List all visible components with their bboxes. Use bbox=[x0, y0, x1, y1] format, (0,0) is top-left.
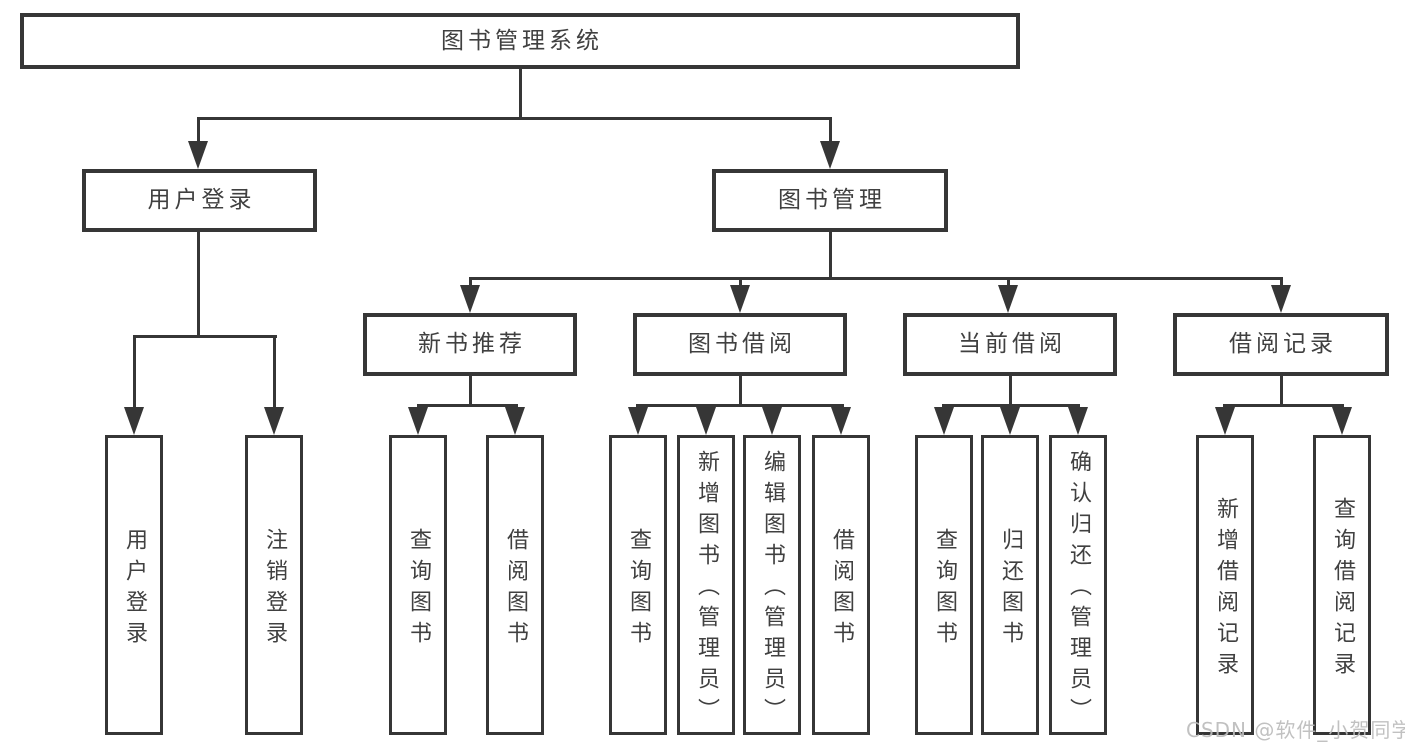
node-user-login: 用户登录 bbox=[82, 169, 317, 232]
connector-stub bbox=[469, 376, 472, 406]
arrowhead-down-icon bbox=[124, 407, 144, 435]
leaf-user-login-label: 用户登录 bbox=[122, 527, 147, 652]
node-book-borrow: 图书借阅 bbox=[633, 313, 847, 376]
leaf-query-borrow-record-label: 查询借阅记录 bbox=[1330, 496, 1355, 683]
arrowhead-down-icon bbox=[264, 407, 284, 435]
leaf-query-books-recommend: 查询图书 bbox=[389, 435, 447, 735]
connector-rail bbox=[417, 404, 518, 407]
connector-level2-rail bbox=[197, 117, 832, 120]
node-current-borrow: 当前借阅 bbox=[903, 313, 1117, 376]
arrowhead-down-icon bbox=[1000, 407, 1020, 435]
leaf-query-books-current-label: 查询图书 bbox=[932, 527, 957, 652]
node-root-label: 图书管理系统 bbox=[441, 27, 603, 54]
leaf-return-book: 归还图书 bbox=[981, 435, 1039, 735]
node-borrow-records-label: 借阅记录 bbox=[1229, 331, 1337, 357]
connector-drop bbox=[829, 117, 832, 145]
node-book-borrow-label: 图书借阅 bbox=[688, 331, 796, 357]
arrowhead-down-icon bbox=[188, 141, 208, 169]
arrowhead-down-icon bbox=[1215, 407, 1235, 435]
node-borrow-records: 借阅记录 bbox=[1173, 313, 1389, 376]
connector-rail bbox=[942, 404, 1080, 407]
node-user-login-label: 用户登录 bbox=[147, 187, 256, 213]
arrowhead-down-icon bbox=[820, 141, 840, 169]
connector-level3-rail bbox=[469, 277, 1283, 280]
arrowhead-down-icon bbox=[831, 407, 851, 435]
leaf-return-book-label: 归还图书 bbox=[998, 527, 1023, 652]
leaf-query-books-borrow: 查询图书 bbox=[609, 435, 667, 735]
leaf-query-borrow-record: 查询借阅记录 bbox=[1313, 435, 1371, 735]
leaf-borrow-books: 借阅图书 bbox=[812, 435, 870, 735]
connector-rail bbox=[636, 404, 844, 407]
arrowhead-down-icon bbox=[934, 407, 954, 435]
connector-drop bbox=[197, 117, 200, 145]
node-new-book-recommend: 新书推荐 bbox=[363, 313, 577, 376]
connector-drop bbox=[1007, 277, 1010, 288]
node-new-book-recommend-label: 新书推荐 bbox=[418, 331, 526, 357]
leaf-confirm-return-admin: 确认归还（管理员） bbox=[1049, 435, 1107, 735]
connector-drop bbox=[273, 335, 276, 411]
connector-stub bbox=[739, 376, 742, 406]
node-current-borrow-label: 当前借阅 bbox=[958, 331, 1066, 357]
arrowhead-down-icon bbox=[628, 407, 648, 435]
leaf-add-book-admin: 新增图书（管理员） bbox=[677, 435, 735, 735]
node-root: 图书管理系统 bbox=[20, 13, 1020, 69]
leaf-borrow-books-recommend: 借阅图书 bbox=[486, 435, 544, 735]
connector-bookmgmt-stub bbox=[829, 232, 832, 280]
leaf-user-login: 用户登录 bbox=[105, 435, 163, 735]
leaf-logout-label: 注销登录 bbox=[262, 527, 287, 652]
arrowhead-down-icon bbox=[998, 285, 1018, 313]
arrowhead-down-icon bbox=[1332, 407, 1352, 435]
leaf-confirm-return-admin-label: 确认归还（管理员） bbox=[1066, 450, 1091, 729]
connector-rail bbox=[1223, 404, 1344, 407]
connector-userlogin-stub bbox=[197, 232, 200, 338]
leaf-edit-book-admin-label: 编辑图书（管理员） bbox=[760, 450, 785, 729]
leaf-edit-book-admin: 编辑图书（管理员） bbox=[743, 435, 801, 735]
connector-drop bbox=[1280, 277, 1283, 288]
arrowhead-down-icon bbox=[460, 285, 480, 313]
leaf-add-borrow-record-label: 新增借阅记录 bbox=[1213, 496, 1238, 683]
node-book-management-label: 图书管理 bbox=[778, 187, 886, 213]
connector-root-stub bbox=[519, 68, 522, 119]
leaf-query-books-current: 查询图书 bbox=[915, 435, 973, 735]
connector-stub bbox=[1009, 376, 1012, 406]
connector-userlogin-rail bbox=[133, 335, 277, 338]
leaf-borrow-books-label: 借阅图书 bbox=[829, 527, 854, 652]
arrowhead-down-icon bbox=[730, 285, 750, 313]
arrowhead-down-icon bbox=[408, 407, 428, 435]
arrowhead-down-icon bbox=[762, 407, 782, 435]
arrowhead-down-icon bbox=[696, 407, 716, 435]
leaf-borrow-books-recommend-label: 借阅图书 bbox=[503, 527, 528, 652]
arrowhead-down-icon bbox=[1068, 407, 1088, 435]
arrowhead-down-icon bbox=[505, 407, 525, 435]
connector-stub bbox=[1280, 376, 1283, 406]
leaf-add-book-admin-label: 新增图书（管理员） bbox=[694, 450, 719, 729]
leaf-query-books-recommend-label: 查询图书 bbox=[406, 527, 431, 652]
connector-drop bbox=[133, 335, 136, 411]
leaf-query-books-borrow-label: 查询图书 bbox=[626, 527, 651, 652]
connector-drop bbox=[739, 277, 742, 288]
arrowhead-down-icon bbox=[1271, 285, 1291, 313]
node-book-management: 图书管理 bbox=[712, 169, 948, 232]
leaf-add-borrow-record: 新增借阅记录 bbox=[1196, 435, 1254, 735]
leaf-logout: 注销登录 bbox=[245, 435, 303, 735]
csdn-watermark: CSDN @软件_小贺同学 bbox=[1186, 718, 1405, 742]
connector-drop bbox=[469, 277, 472, 288]
